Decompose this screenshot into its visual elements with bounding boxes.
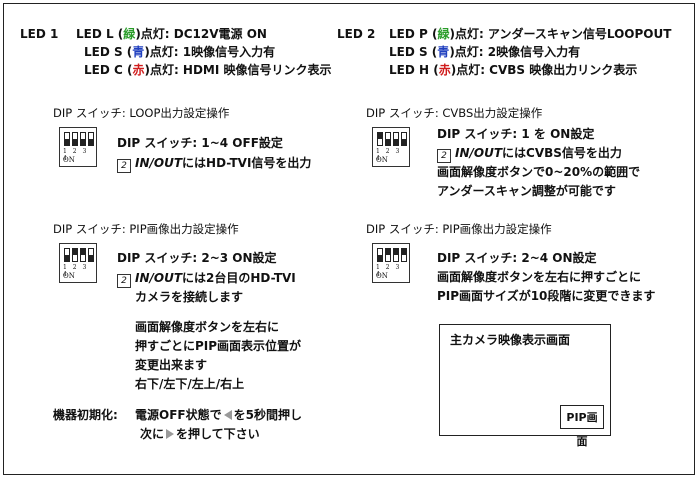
dip-switch-numbers: 1 2 3 4 bbox=[376, 264, 402, 278]
led1-l-line: LED L (緑)点灯: DC12V電源 ON bbox=[76, 27, 267, 41]
pip1-note-3: 変更出来ます bbox=[135, 358, 208, 372]
main-camera-screen: 主カメラ映像表示画面 PIP画面 bbox=[439, 324, 611, 448]
dip-switch-4 bbox=[88, 132, 94, 146]
dip-switch-on-label: ON bbox=[376, 156, 388, 164]
led2-label: LED 2 bbox=[337, 27, 376, 41]
cvbs-heading: DIP スイッチ: CVBS出力設定操作 bbox=[366, 106, 543, 120]
dip-switch-4 bbox=[401, 132, 407, 146]
pip2-note-1: 画面解像度ボタンを左右に押すごとに bbox=[437, 270, 642, 284]
dip-switch-knob bbox=[73, 139, 77, 145]
cvbs-note-1: 画面解像度ボタンで0~20%の範囲で bbox=[437, 165, 641, 179]
dip-switch-1 bbox=[377, 132, 383, 146]
dip-switch-2 bbox=[385, 248, 391, 262]
pip1-note-1: 画面解像度ボタンを左右に bbox=[135, 320, 280, 334]
dip-switch-1 bbox=[64, 248, 70, 262]
led2-p-line: LED P (緑)点灯: アンダースキャン信号LOOPOUT bbox=[389, 27, 672, 41]
reset-label: 機器初期化: bbox=[53, 408, 118, 422]
dip-switch-2 bbox=[385, 132, 391, 146]
loop-setting: DIP スイッチ: 1~4 OFF設定 bbox=[117, 136, 283, 150]
pip1-note-2: 押すごとにPIP画面表示位置が bbox=[135, 339, 302, 353]
dip-switch-numbers: 1 2 3 4 bbox=[63, 264, 89, 278]
dip-switch-2 bbox=[72, 132, 78, 146]
dip-switch-knob bbox=[402, 249, 406, 255]
dip-switch-3 bbox=[393, 248, 399, 262]
dip-switch-knob bbox=[65, 139, 69, 145]
dip-switch-knob bbox=[402, 139, 406, 145]
led2-s-line: LED S (青)点灯: 2映像信号入力有 bbox=[389, 45, 581, 59]
cvbs-setting: DIP スイッチ: 1 を ON設定 bbox=[437, 127, 595, 141]
dip-switch-knob bbox=[394, 139, 398, 145]
pip2-note-2: PIP画面サイズが10段階に変更できます bbox=[437, 289, 656, 303]
dip-switch-1 bbox=[64, 132, 70, 146]
pip1-camera: カメラを接続します bbox=[135, 290, 244, 304]
main-screen-title: 主カメラ映像表示画面 bbox=[450, 333, 571, 347]
reset-step-2: 次にを押して下さい bbox=[140, 427, 260, 441]
dip-switch-knob bbox=[89, 255, 93, 261]
pip-window: PIP画面 bbox=[560, 405, 604, 448]
pip2-heading: DIP スイッチ: PIP画像出力設定操作 bbox=[366, 222, 552, 236]
page-frame bbox=[3, 3, 695, 475]
dip-switch-knob bbox=[378, 133, 382, 139]
led1-c-line: LED C (赤)点灯: HDMI 映像信号リンク表示 bbox=[84, 63, 332, 77]
dip-switch-knob bbox=[73, 249, 77, 255]
dip-switch-knob bbox=[378, 255, 382, 261]
dip-switch-knob bbox=[89, 139, 93, 145]
dip-switch-knob bbox=[386, 249, 390, 255]
dip-switch-4 bbox=[401, 248, 407, 262]
dip-switch-1 bbox=[377, 248, 383, 262]
dip-switch-on-label: ON bbox=[63, 272, 75, 280]
dip-switch-knob bbox=[65, 255, 69, 261]
pip2-setting: DIP スイッチ: 2~4 ON設定 bbox=[437, 251, 597, 265]
dip-switch-numbers: 1 2 3 4 bbox=[63, 148, 89, 162]
led1-s-line: LED S (青)点灯: 1映像信号入力有 bbox=[84, 45, 276, 59]
dip-switch-3 bbox=[393, 132, 399, 146]
dip-switch-numbers: 1 2 3 4 bbox=[376, 148, 402, 162]
dip-switch-4 bbox=[88, 248, 94, 262]
dip-switch-3 bbox=[80, 132, 86, 146]
cvbs-note-2: アンダースキャン調整が可能です bbox=[437, 184, 616, 198]
dip-switch-knob bbox=[81, 139, 85, 145]
reset-step-1: 電源OFF状態でを5秒間押し bbox=[135, 408, 302, 422]
led2-h-line: LED H (赤)点灯: CVBS 映像出力リンク表示 bbox=[389, 63, 638, 77]
pip1-positions: 右下/左下/左上/右上 bbox=[135, 377, 245, 391]
right-arrow-icon bbox=[166, 429, 175, 439]
pip1-setting: DIP スイッチ: 2~3 ON設定 bbox=[117, 251, 277, 265]
pip1-heading: DIP スイッチ: PIP画像出力設定操作 bbox=[53, 222, 239, 236]
dip-switch-on-label: ON bbox=[63, 156, 75, 164]
left-arrow-icon bbox=[223, 410, 232, 420]
dip-switch-knob bbox=[386, 139, 390, 145]
dip-switch-3 bbox=[80, 248, 86, 262]
dip-switch-on-label: ON bbox=[376, 272, 388, 280]
dip-switch-2 bbox=[72, 248, 78, 262]
loop-heading: DIP スイッチ: LOOP出力設定操作 bbox=[53, 106, 230, 120]
dip-switch-knob bbox=[81, 249, 85, 255]
led1-label: LED 1 bbox=[20, 27, 59, 41]
dip-switch-knob bbox=[394, 249, 398, 255]
